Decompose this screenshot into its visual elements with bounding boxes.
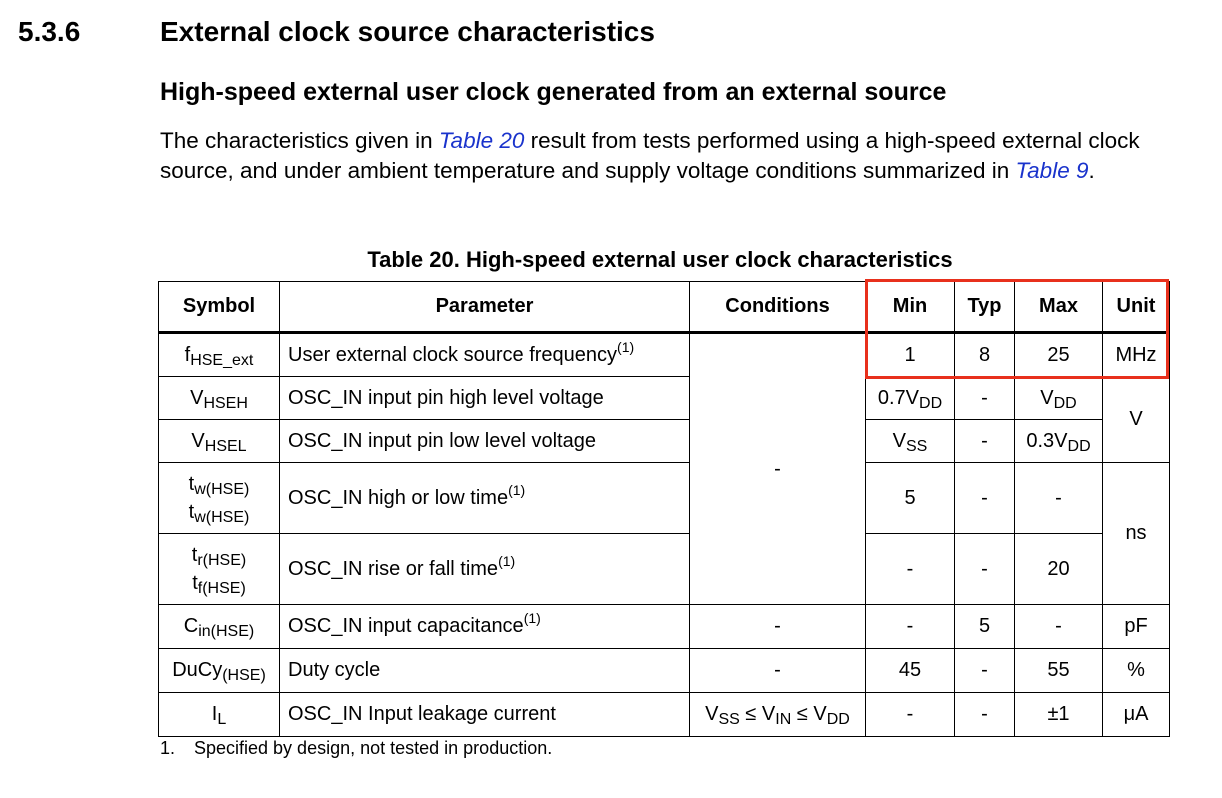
symbol-cell: tr(HSE)tf(HSE) bbox=[158, 533, 280, 605]
parameter-cell: OSC_IN input pin high level voltage bbox=[279, 376, 690, 420]
parameter-cell: OSC_IN Input leakage current bbox=[279, 692, 690, 737]
conditions-cell-merged: - bbox=[689, 332, 866, 605]
max-cell: 25 bbox=[1014, 332, 1103, 377]
table-row: VHSEH OSC_IN input pin high level voltag… bbox=[158, 376, 1170, 463]
max-cell: 55 bbox=[1014, 648, 1103, 693]
intro-paragraph: The characteristics given in Table 20 re… bbox=[160, 128, 1140, 183]
table-row: VHSEL OSC_IN input pin low level voltage… bbox=[158, 419, 1170, 463]
max-cell: - bbox=[1014, 604, 1103, 649]
table-row: tr(HSE)tf(HSE) OSC_IN rise or fall time(… bbox=[158, 533, 1170, 605]
typ-cell: - bbox=[954, 692, 1015, 737]
section-number: 5.3.6 bbox=[18, 16, 81, 47]
min-cell: 1 bbox=[865, 332, 955, 377]
max-cell: ±1 bbox=[1014, 692, 1103, 737]
header-typ: Typ bbox=[954, 281, 1015, 334]
max-cell: - bbox=[1014, 462, 1103, 534]
min-cell: 45 bbox=[865, 648, 955, 693]
min-cell: - bbox=[865, 604, 955, 649]
subsection-title: High-speed external user clock generated… bbox=[160, 78, 947, 106]
header-max: Max bbox=[1014, 281, 1103, 334]
parameter-cell: Duty cycle bbox=[279, 648, 690, 693]
table-row: fHSE_ext User external clock source freq… bbox=[158, 332, 1170, 605]
table-row: IL OSC_IN Input leakage current VSS ≤ VI… bbox=[158, 692, 1170, 737]
unit-cell: pF bbox=[1102, 604, 1170, 649]
symbol-cell: VHSEH bbox=[158, 376, 280, 420]
unit-cell-merged-ns: ns bbox=[1102, 462, 1170, 605]
min-cell: 5 bbox=[865, 462, 955, 534]
typ-cell: - bbox=[954, 533, 1015, 605]
typ-cell: 8 bbox=[954, 332, 1015, 377]
section-title: External clock source characteristics bbox=[160, 16, 655, 47]
min-cell: VSS bbox=[865, 419, 955, 463]
unit-cell: % bbox=[1102, 648, 1170, 693]
symbol-cell: tw(HSE)tw(HSE) bbox=[158, 462, 280, 534]
symbol-cell: VHSEL bbox=[158, 419, 280, 463]
typ-cell: - bbox=[954, 376, 1015, 420]
footnote: 1.Specified by design, not tested in pro… bbox=[160, 738, 553, 758]
conditions-cell: - bbox=[689, 604, 866, 649]
min-cell: - bbox=[865, 692, 955, 737]
parameter-cell: OSC_IN rise or fall time(1) bbox=[279, 533, 690, 605]
header-parameter: Parameter bbox=[279, 281, 690, 334]
min-cell: 0.7VDD bbox=[865, 376, 955, 420]
unit-cell: MHz bbox=[1102, 332, 1170, 377]
conditions-cell: VSS ≤ VIN ≤ VDD bbox=[689, 692, 866, 737]
table-row: DuCy(HSE) Duty cycle - 45 - 55 % bbox=[158, 648, 1170, 693]
clock-characteristics-table: Symbol Parameter Conditions Min Typ Max … bbox=[158, 281, 1170, 737]
parameter-cell: OSC_IN input capacitance(1) bbox=[279, 604, 690, 649]
typ-cell: - bbox=[954, 462, 1015, 534]
table-caption: Table 20. High-speed external user clock… bbox=[367, 247, 953, 272]
symbol-cell: fHSE_ext bbox=[158, 332, 280, 377]
table-row: Cin(HSE) OSC_IN input capacitance(1) - -… bbox=[158, 604, 1170, 649]
max-cell: VDD bbox=[1014, 376, 1103, 420]
max-cell: 20 bbox=[1014, 533, 1103, 605]
parameter-cell: OSC_IN input pin low level voltage bbox=[279, 419, 690, 463]
table-row: tw(HSE)tw(HSE) OSC_IN high or low time(1… bbox=[158, 462, 1170, 605]
table-20-link[interactable]: Table 20 bbox=[438, 128, 525, 153]
table-header-row: Symbol Parameter Conditions Min Typ Max … bbox=[158, 281, 1170, 334]
header-conditions: Conditions bbox=[689, 281, 866, 334]
typ-cell: 5 bbox=[954, 604, 1015, 649]
symbol-cell: DuCy(HSE) bbox=[158, 648, 280, 693]
min-cell: - bbox=[865, 533, 955, 605]
parameter-cell: OSC_IN high or low time(1) bbox=[279, 462, 690, 534]
symbol-cell: Cin(HSE) bbox=[158, 604, 280, 649]
typ-cell: - bbox=[954, 648, 1015, 693]
symbol-cell: IL bbox=[158, 692, 280, 737]
header-min: Min bbox=[865, 281, 955, 334]
header-unit: Unit bbox=[1102, 281, 1170, 334]
header-symbol: Symbol bbox=[158, 281, 280, 334]
conditions-cell: - bbox=[689, 648, 866, 693]
table-9-link[interactable]: Table 9 bbox=[1015, 158, 1089, 183]
parameter-cell: User external clock source frequency(1) bbox=[279, 332, 690, 377]
unit-cell: μA bbox=[1102, 692, 1170, 737]
typ-cell: - bbox=[954, 419, 1015, 463]
max-cell: 0.3VDD bbox=[1014, 419, 1103, 463]
unit-cell-merged-v: V bbox=[1102, 376, 1170, 463]
